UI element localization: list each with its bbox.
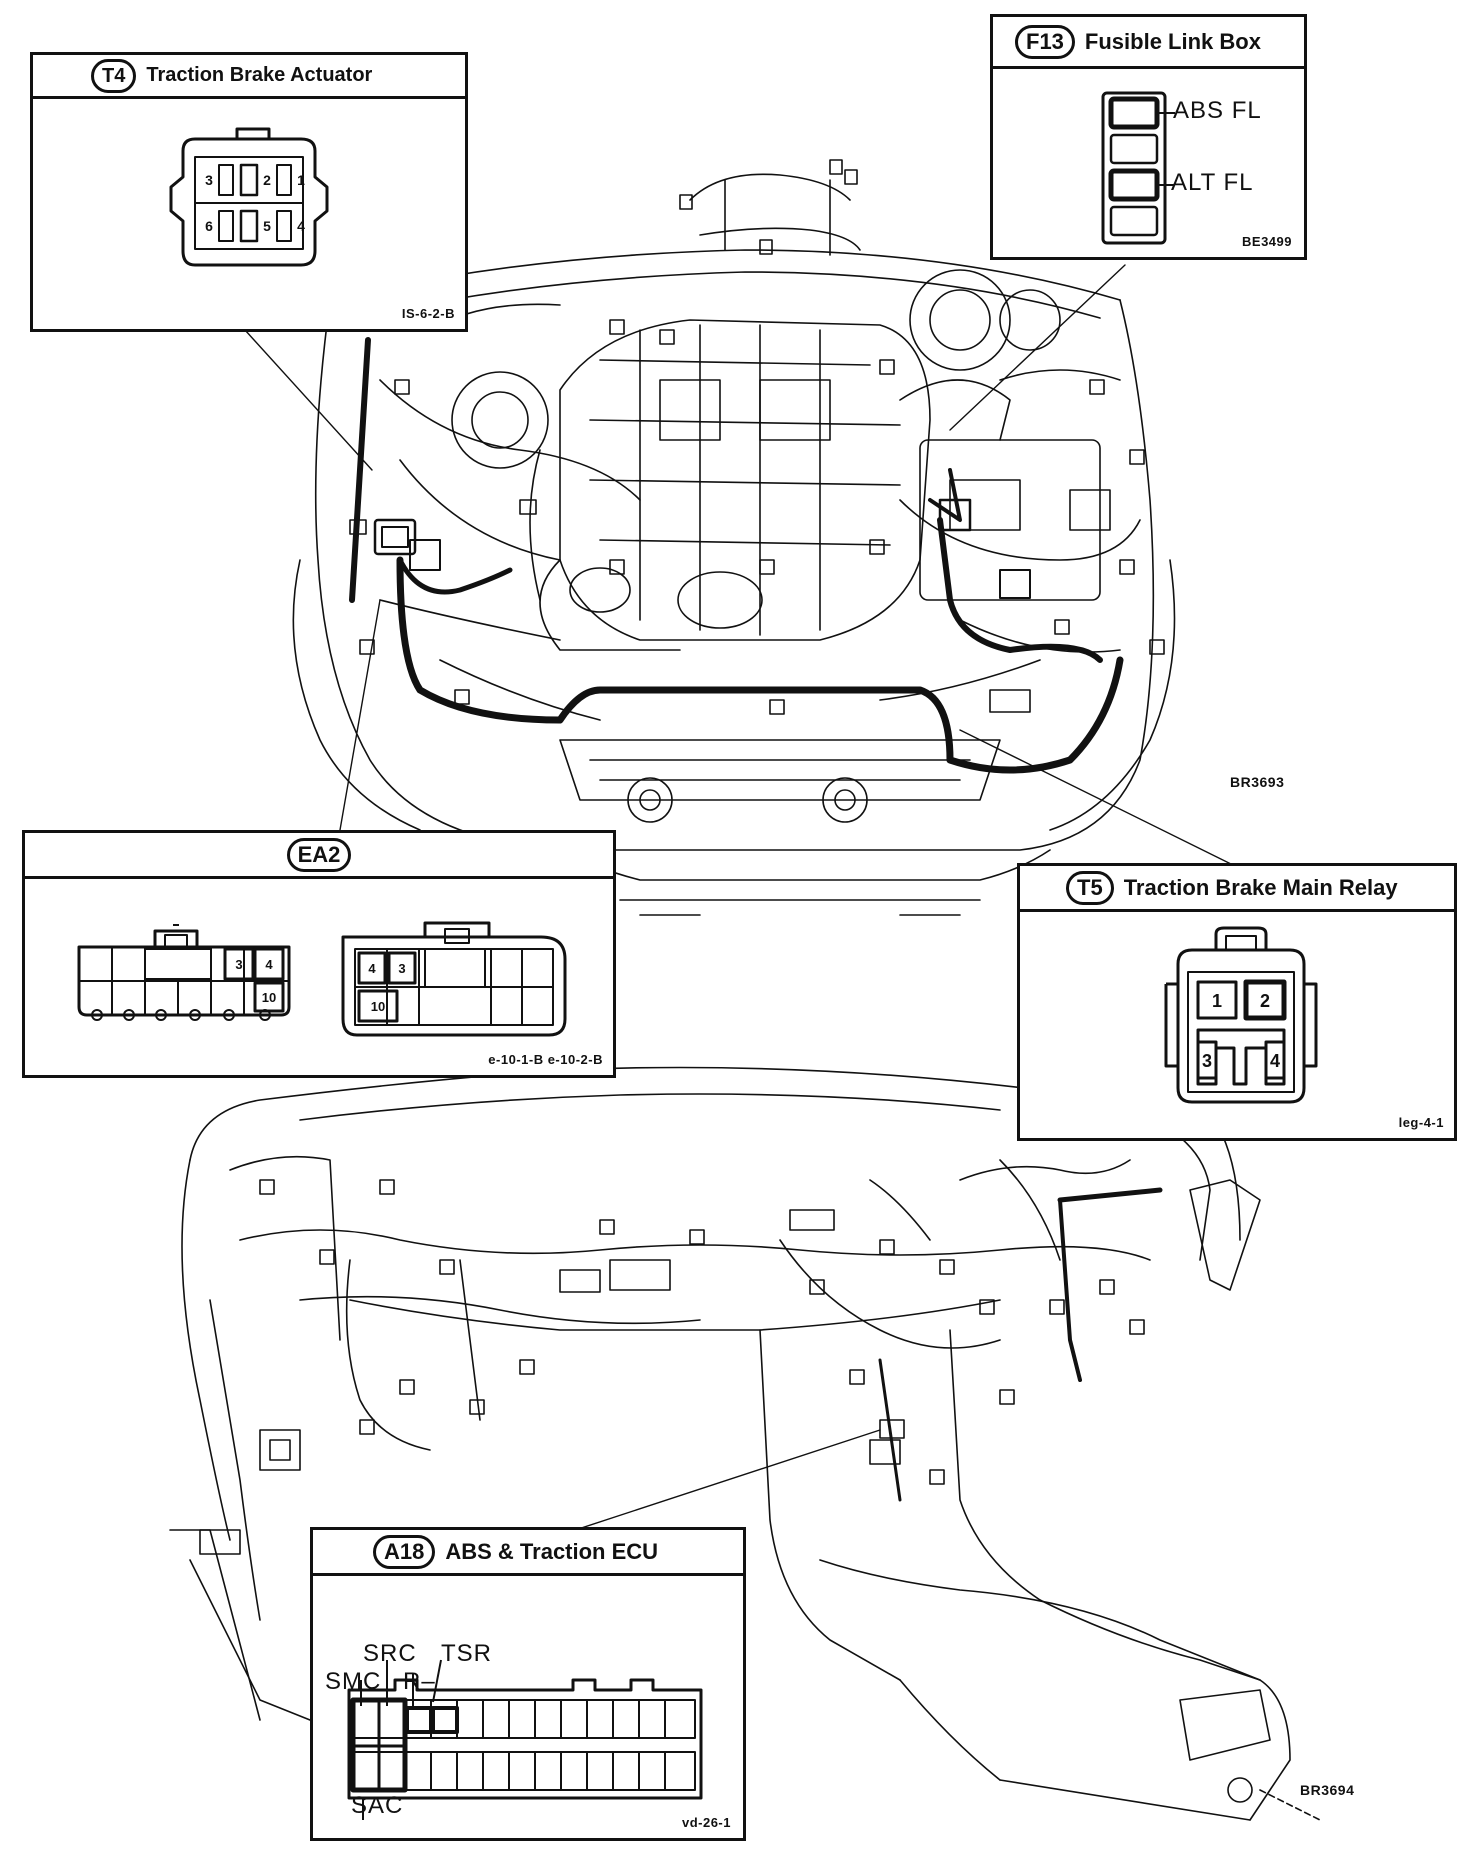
pin-3: 3 <box>205 172 213 188</box>
callout-leaders <box>244 264 1236 1536</box>
drawing-code: vd-26-1 <box>681 1815 731 1830</box>
left-pin-4: 4 <box>265 957 273 972</box>
box-header: A18 ABS & Traction ECU <box>313 1530 743 1576</box>
box-header: T4 Traction Brake Actuator <box>33 55 465 99</box>
ea2-connector-drawing: 3 4 10 4 3 10 <box>77 921 567 1037</box>
left-pin-10: 10 <box>262 990 276 1005</box>
box-title: ABS & Traction ECU <box>445 1538 659 1564</box>
pin-6: 6 <box>205 218 213 234</box>
abs-fl-label: ABS FL <box>1173 97 1262 124</box>
pin-1: 1 <box>297 172 305 188</box>
sac-label: SAC <box>351 1792 404 1819</box>
box-header: EA2 <box>25 833 613 879</box>
tsr-label: TSR <box>441 1640 492 1667</box>
pin-2: 2 <box>263 172 271 188</box>
connector-box-ea2: EA2 3 <box>22 830 616 1078</box>
figure-code-engine: BR3693 <box>1230 774 1285 790</box>
f13-fuse-drawing <box>1101 91 1175 245</box>
src-label: SRC <box>363 1640 417 1667</box>
connector-tag: F13 <box>1015 24 1075 59</box>
engine-compartment-outline <box>292 249 1176 916</box>
pin-3: 3 <box>1202 1051 1212 1071</box>
box-title: Traction Brake Main Relay <box>1123 874 1398 900</box>
box-title: Fusible Link Box <box>1084 28 1261 54</box>
pin-5: 5 <box>263 218 271 234</box>
alt-fl-label: ALT FL <box>1171 169 1254 196</box>
drawing-code: leg-4-1 <box>1398 1115 1444 1130</box>
right-pin-3: 3 <box>398 961 405 976</box>
figure-code-dash: BR3694 <box>1300 1782 1355 1798</box>
drawing-code: e-10-1-B e-10-2-B <box>488 1052 603 1067</box>
connector-box-t5: T5 Traction Brake Main Relay 1 2 3 4 leg… <box>1017 863 1457 1141</box>
drawing-code: BE3499 <box>1242 234 1292 249</box>
connector-box-t4: T4 Traction Brake Actuator 3 2 1 6 5 4 I… <box>30 52 468 332</box>
connector-tag: EA2 <box>286 837 352 872</box>
connector-tag: T4 <box>91 58 137 93</box>
dash-connectors <box>199 1179 1145 1555</box>
left-pin-3: 3 <box>235 957 242 972</box>
pin-1: 1 <box>1212 991 1222 1011</box>
pin-2: 2 <box>1260 991 1270 1011</box>
t5-connector-drawing: 1 2 3 4 <box>1164 926 1318 1104</box>
engine-block <box>539 319 931 651</box>
box-title: Traction Brake Actuator <box>146 64 373 86</box>
pin-4: 4 <box>1270 1051 1280 1071</box>
r-minus-label: R– <box>403 1668 436 1695</box>
drawing-code: IS-6-2-B <box>401 306 455 321</box>
connector-box-a18: A18 ABS & Traction ECU <box>310 1527 746 1841</box>
t4-connector-drawing: 3 2 1 6 5 4 <box>169 127 329 267</box>
connector-tag: A18 <box>373 1534 436 1569</box>
right-pin-4: 4 <box>368 961 376 976</box>
a18-connector-drawing <box>347 1659 703 1820</box>
box-header: F13 Fusible Link Box <box>993 17 1304 69</box>
connector-tag: T5 <box>1066 870 1114 905</box>
right-pin-10: 10 <box>371 999 385 1014</box>
connector-box-f13: F13 Fusible Link Box ABS FL ALT FL BE349… <box>990 14 1307 260</box>
box-header: T5 Traction Brake Main Relay <box>1020 866 1454 912</box>
smc-label: SMC <box>325 1668 382 1695</box>
pin-4: 4 <box>297 218 305 234</box>
